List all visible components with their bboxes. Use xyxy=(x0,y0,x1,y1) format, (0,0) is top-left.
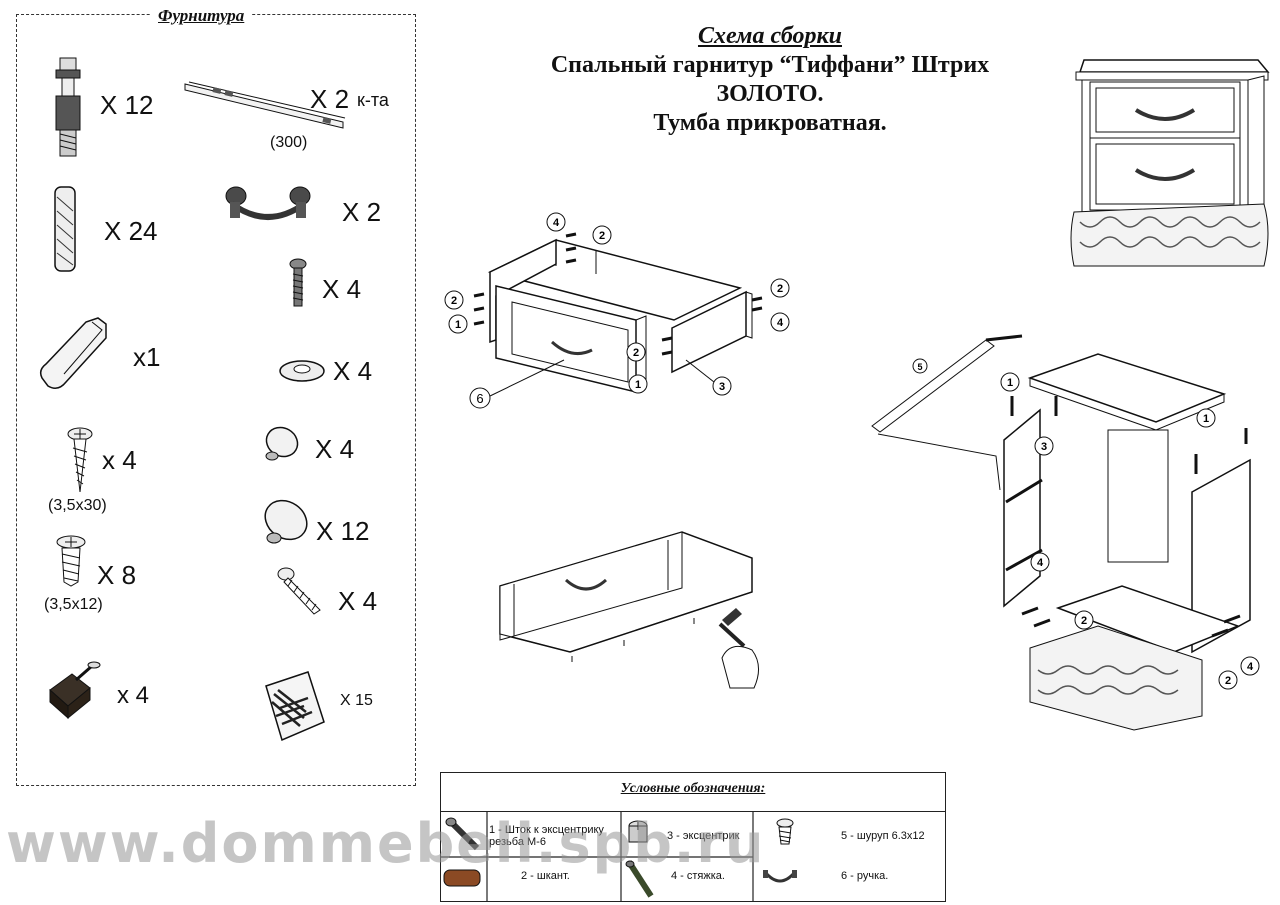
dowel-qty: X 24 xyxy=(104,216,158,246)
dowel-icon xyxy=(54,186,76,272)
svg-text:1: 1 xyxy=(455,319,461,331)
screw-pack-qty: X 15 xyxy=(340,692,373,709)
tie-screw-icon xyxy=(277,567,321,615)
screw-12-icon xyxy=(56,535,86,587)
svg-text:2: 2 xyxy=(1225,675,1231,687)
svg-text:2: 2 xyxy=(1081,615,1087,627)
drawer-slide-qty: X 2 xyxy=(310,84,350,114)
drawer-slide-unit: к-та xyxy=(357,90,389,110)
svg-text:1: 1 xyxy=(635,379,641,391)
svg-text:3: 3 xyxy=(719,381,725,393)
tie-legend-icon xyxy=(625,860,654,898)
legend-grid: 1 - Шток к эксцентрику резьба М-6 2 - шк… xyxy=(441,811,945,902)
svg-text:4: 4 xyxy=(1247,661,1254,673)
svg-text:4: 4 xyxy=(777,317,784,329)
eccentric-legend-icon xyxy=(628,820,648,843)
legend-item-5: 5 - шуруп 6.3x12 xyxy=(841,830,925,842)
screw-30-icon xyxy=(67,427,93,493)
hex-key-qty: x1 xyxy=(133,342,161,372)
legend-title: Условные обозначения: xyxy=(620,781,766,796)
handle-screw-icon xyxy=(289,258,307,307)
title-line-4: Тумба прикроватная. xyxy=(653,110,887,136)
svg-text:4: 4 xyxy=(1037,557,1044,569)
title-line-2: Спальный гарнитур “Тиффани” Штрих xyxy=(550,52,990,78)
svg-text:2: 2 xyxy=(777,283,783,295)
svg-text:2: 2 xyxy=(633,347,639,359)
handle-screw-qty: X 4 xyxy=(322,274,362,304)
title-line-1: Схема сборки xyxy=(697,23,842,49)
screw-30-qty: x 4 xyxy=(102,445,137,475)
screw-legend-icon xyxy=(776,818,794,845)
legend-item-3: 3 - эксцентрик xyxy=(667,830,740,842)
tie-screw-qty: X 4 xyxy=(338,586,378,616)
watermark: www.dommebeli.spb.ru xyxy=(6,812,766,875)
svg-text:2: 2 xyxy=(599,230,605,242)
dowel-legend-icon xyxy=(443,869,481,887)
legend-item-4: 4 - стяжка. xyxy=(671,870,725,882)
hex-key-icon xyxy=(39,317,107,389)
cap-small-qty: X 4 xyxy=(315,434,355,464)
washer-icon xyxy=(279,360,325,382)
washer-qty: X 4 xyxy=(333,356,373,386)
svg-text:6: 6 xyxy=(476,391,483,406)
handle-icon xyxy=(225,186,311,220)
cap-large-qty: X 12 xyxy=(316,516,370,546)
cap-small-icon xyxy=(265,426,299,461)
handle-legend-icon xyxy=(763,870,797,883)
eccentric-rod-qty: X 12 xyxy=(100,90,154,120)
screw-12-size: (3,5x12) xyxy=(44,596,103,613)
screw-12-qty: X 8 xyxy=(97,560,137,590)
drawer-slide-icon xyxy=(184,81,346,129)
legend-item-2: 2 - шкант. xyxy=(521,870,570,882)
screw-pack-icon xyxy=(265,671,325,742)
bracket-plate-qty: x 4 xyxy=(117,682,150,709)
svg-text:1: 1 xyxy=(1203,413,1209,425)
title-block: Схема сборки Спальный гарнитур “Тиффани”… xyxy=(470,22,1070,138)
cabinet-exploded-diagram: 5 1 1 3 4 2 4 2 xyxy=(871,334,1260,731)
handle-qty: X 2 xyxy=(342,197,382,227)
bracket-plate-icon xyxy=(49,661,101,720)
legend-item-1: 1 - Шток к эксцентрику резьба М-6 xyxy=(489,824,604,848)
legend-item-6: 6 - ручка. xyxy=(841,870,889,882)
drawer-slide-length: (300) xyxy=(270,134,308,151)
nightstand-preview xyxy=(1070,59,1270,267)
svg-text:2: 2 xyxy=(451,295,457,307)
drawer-assembled-diagram xyxy=(499,531,759,689)
svg-text:5: 5 xyxy=(917,362,922,372)
screw-30-size: (3,5x30) xyxy=(48,497,107,514)
legend-box: Условные обозначения: 1 - Шток к эксцент… xyxy=(440,772,946,902)
eccentric-rod-icon xyxy=(55,57,81,157)
svg-text:3: 3 xyxy=(1041,441,1047,453)
hardware-title: Фурнитура xyxy=(150,6,253,26)
drawer-exploded-diagram: 4 2 2 1 2 1 2 4 3 6 xyxy=(444,212,790,409)
svg-text:4: 4 xyxy=(553,217,560,229)
title-line-3: ЗОЛОТО. xyxy=(716,81,824,107)
legend-dividers xyxy=(441,812,754,902)
cap-large-icon xyxy=(264,499,308,544)
svg-text:1: 1 xyxy=(1007,377,1013,389)
eccentric-rod-legend-icon xyxy=(445,817,480,851)
